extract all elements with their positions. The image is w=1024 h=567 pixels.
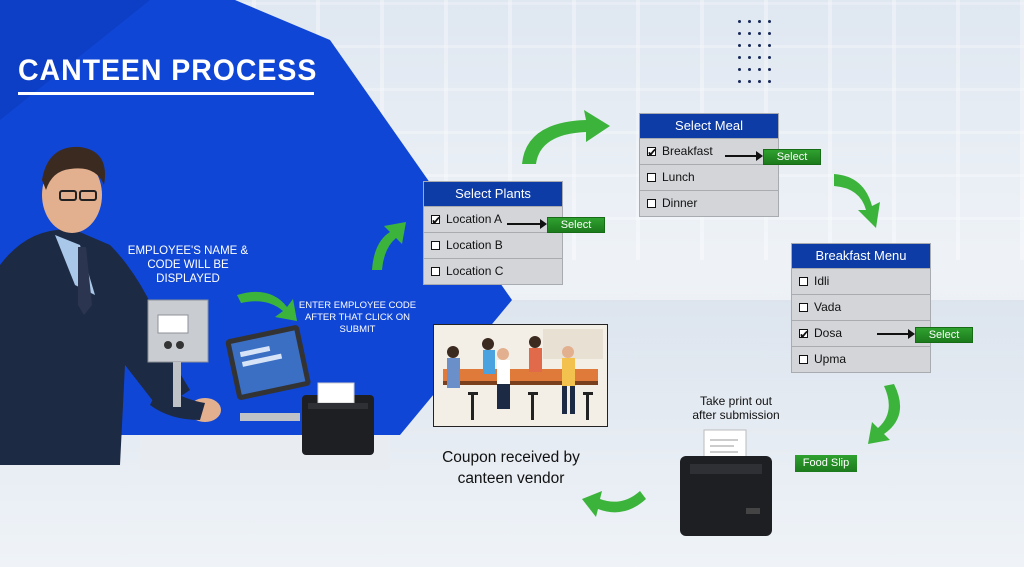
food-slip-label: Food Slip [795, 455, 857, 472]
dot [748, 32, 751, 35]
enter-code-caption: ENTER EMPLOYEE CODE AFTER THAT CLICK ON … [298, 300, 417, 335]
title-underline [18, 92, 314, 95]
dot [748, 56, 751, 59]
checkbox-icon[interactable] [431, 267, 440, 276]
canteen-vendor-illustration [433, 324, 608, 427]
dot [738, 20, 741, 23]
select-meal-panel: Select Meal Breakfast Lunch Dinner [639, 113, 779, 217]
checkbox-icon[interactable] [799, 277, 808, 286]
dot [738, 44, 741, 47]
dot [748, 20, 751, 23]
dot [758, 56, 761, 59]
dot [758, 32, 761, 35]
checkbox-checked-icon[interactable] [799, 322, 810, 347]
select-meal-header: Select Meal [640, 114, 778, 138]
menu-dosa[interactable]: Dosa [792, 320, 930, 347]
plant-location-b[interactable]: Location B [424, 232, 562, 258]
breakfast-menu-panel: Breakfast Menu Idli Vada Dosa Upma [791, 243, 931, 373]
checkbox-icon[interactable] [647, 173, 656, 182]
dot [758, 80, 761, 83]
dot [768, 44, 771, 47]
meal-lunch[interactable]: Lunch [640, 164, 778, 190]
dot [768, 20, 771, 23]
checkbox-icon[interactable] [431, 241, 440, 250]
menu-label: Dosa [814, 326, 843, 340]
menu-label: Idli [814, 274, 830, 288]
decorative-dots [738, 20, 774, 90]
arrow-to-kiosk-icon [237, 291, 297, 321]
select-plants-header: Select Plants [424, 182, 562, 206]
meal-breakfast[interactable]: Breakfast [640, 138, 778, 165]
employee-display-caption: EMPLOYEE'S NAME & CODE WILL BE DISPLAYED [127, 245, 249, 285]
dot [758, 44, 761, 47]
plant-label: Location A [446, 212, 503, 226]
arrow-to-plants-icon [372, 222, 406, 270]
checkbox-icon[interactable] [799, 303, 808, 312]
meal-dinner[interactable]: Dinner [640, 190, 778, 216]
plant-label: Location C [446, 264, 504, 278]
menu-label: Upma [814, 352, 847, 366]
dot [758, 20, 761, 23]
meal-label: Breakfast [662, 144, 713, 158]
meal-label: Dinner [662, 196, 698, 210]
dot [738, 68, 741, 71]
checkbox-checked-icon[interactable] [647, 140, 658, 165]
dot [768, 80, 771, 83]
select-meal-button[interactable]: Select [763, 149, 821, 165]
dot [758, 68, 761, 71]
dot [768, 56, 771, 59]
pointer-arrow-icon [725, 151, 763, 161]
dot [738, 80, 741, 83]
menu-upma[interactable]: Upma [792, 346, 930, 372]
pointer-arrow-icon [877, 329, 915, 339]
menu-idli[interactable]: Idli [792, 268, 930, 294]
menu-vada[interactable]: Vada [792, 294, 930, 320]
dot [748, 68, 751, 71]
plant-label: Location B [446, 238, 503, 252]
checkbox-checked-icon[interactable] [431, 208, 442, 233]
receipt-printer [680, 429, 772, 536]
meal-label: Lunch [662, 170, 695, 184]
plant-location-c[interactable]: Location C [424, 258, 562, 284]
plant-location-a[interactable]: Location A [424, 206, 562, 233]
print-caption: Take print out after submission [692, 394, 780, 422]
page-title: CANTEEN PROCESS [18, 54, 318, 87]
employee-illustration [0, 146, 221, 465]
kiosk-terminal [140, 299, 390, 470]
menu-label: Vada [814, 300, 842, 314]
dot [738, 32, 741, 35]
dot [768, 68, 771, 71]
checkbox-icon[interactable] [799, 355, 808, 364]
arrow-to-coupon-icon [582, 491, 646, 517]
dot [748, 44, 751, 47]
breakfast-menu-header: Breakfast Menu [792, 244, 930, 268]
arrow-to-foodslip-icon [868, 384, 901, 444]
coupon-caption: Coupon received by canteen vendor [442, 449, 580, 487]
checkbox-icon[interactable] [647, 199, 656, 208]
select-plant-button[interactable]: Select [547, 217, 605, 233]
arrow-to-meal-icon [522, 110, 610, 164]
select-plants-panel: Select Plants Location A Location B Loca… [423, 181, 563, 285]
pointer-arrow-icon [507, 219, 547, 229]
arrow-to-menu-icon [834, 174, 880, 228]
select-menu-button[interactable]: Select [915, 327, 973, 343]
dot [768, 32, 771, 35]
dot [748, 80, 751, 83]
dot [738, 56, 741, 59]
